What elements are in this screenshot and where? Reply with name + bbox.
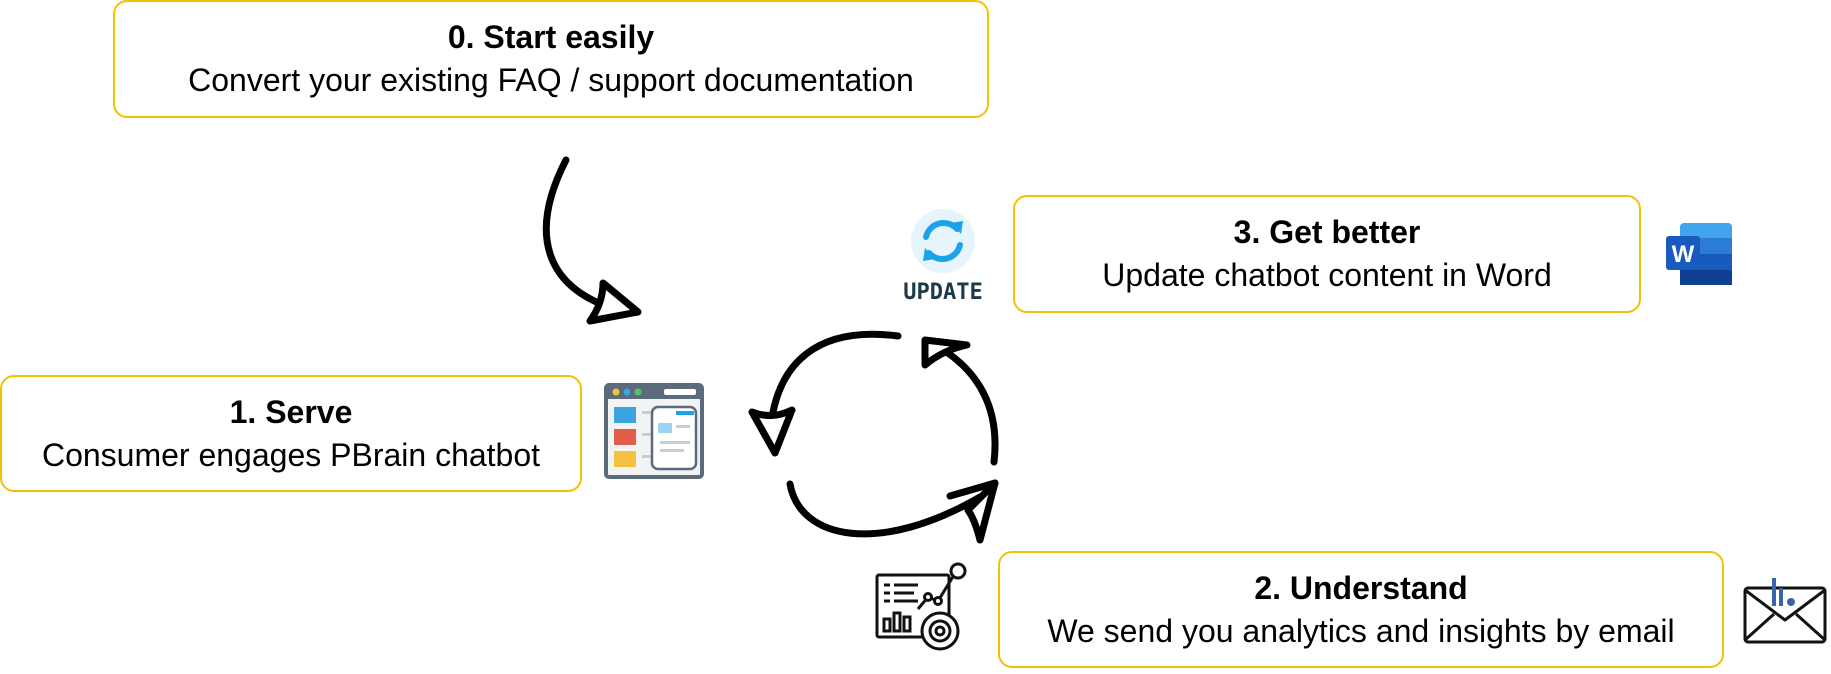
- word-letter: W: [1672, 241, 1695, 268]
- cycle-arrow-top-head: [748, 406, 796, 457]
- cycle-arrow-right: [931, 341, 999, 466]
- step-start-description: Convert your existing FAQ / support docu…: [188, 62, 914, 98]
- cycle-arrow-bottom-head: [964, 479, 999, 544]
- step-serve-title: 1. Serve: [229, 393, 353, 430]
- email-analytics-icon: [1743, 578, 1827, 644]
- step-serve-description: Consumer engages PBrain chatbot: [41, 436, 541, 473]
- step-understand-box: 2. Understand We send you analytics and …: [998, 551, 1724, 668]
- cycle-arrow-right-head: [921, 336, 971, 369]
- update-label: UPDATE: [903, 280, 982, 305]
- step-serve-box: 1. Serve Consumer engages PBrain chatbot: [0, 375, 582, 492]
- step-better-title: 3. Get better: [1233, 214, 1421, 250]
- microsoft-word-icon: W: [1666, 223, 1732, 285]
- start-to-serve-arrowhead: [586, 279, 642, 325]
- analytics-dashboard-icon: [875, 562, 967, 651]
- step-better-description: Update chatbot content in Word: [1102, 257, 1552, 293]
- step-start-easily-box: 0. Start easily Convert your existing FA…: [113, 0, 989, 118]
- step-get-better-box: 3. Get better Update chatbot content in …: [1013, 195, 1641, 313]
- chatbot-browser-icon: [604, 383, 704, 479]
- step-start-title: 0. Start easily: [447, 19, 655, 55]
- refresh-update-icon: UPDATE: [903, 209, 983, 305]
- cycle-arrow-top: [766, 330, 902, 439]
- cycle-arrow-bottom: [786, 480, 984, 538]
- step-understand-description: We send you analytics and insights by em…: [1047, 612, 1675, 649]
- step-understand-title: 2. Understand: [1254, 569, 1468, 606]
